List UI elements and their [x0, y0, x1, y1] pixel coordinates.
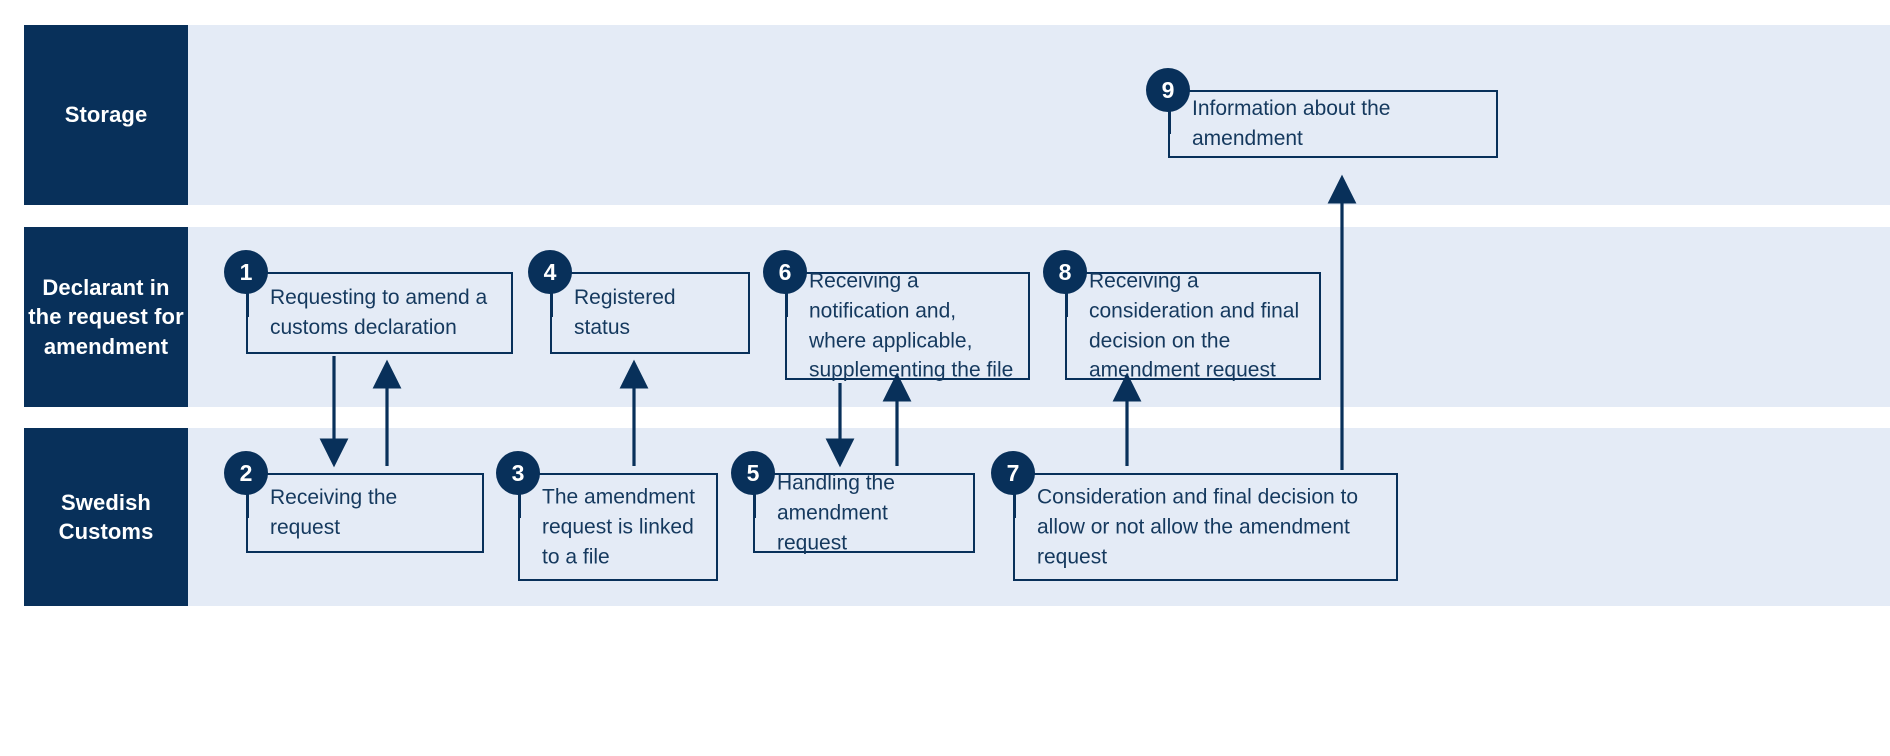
badge-stem-3: [518, 472, 521, 518]
badge-stem-2: [246, 472, 249, 518]
step-text-1: Requesting to amend a customs declaratio…: [270, 286, 488, 339]
step-text-2: Receiving the request: [270, 486, 398, 539]
lane-header-customs: Swedish Customs: [24, 428, 188, 606]
badge-stem-6: [785, 271, 788, 317]
step-box-8[interactable]: Receiving a consideration and final deci…: [1065, 269, 1321, 382]
step-box-2[interactable]: Receiving the request: [246, 473, 484, 553]
lane-header-declarant: Declarant in the request for amendment: [24, 227, 188, 407]
lane-header-customs-label: Swedish Customs: [58, 489, 154, 544]
step-box-4[interactable]: Registered status: [550, 272, 750, 354]
step-text-7: Consideration and final decision to allo…: [1037, 485, 1359, 568]
lane-header-storage-label: Storage: [64, 102, 148, 128]
lane-header-storage: Storage: [24, 25, 188, 205]
badge-stem-8: [1065, 271, 1068, 317]
step-text-4: Registered status: [574, 286, 676, 339]
lane-header-declarant-label: Declarant in the request for amendment: [28, 275, 184, 359]
step-badge-7: 7: [991, 451, 1035, 495]
step-badge-1: 1: [224, 250, 268, 294]
step-box-9[interactable]: Information about the amendment: [1168, 90, 1498, 158]
step-badge-4: 4: [528, 250, 572, 294]
lane-body-storage: [188, 25, 1890, 205]
badge-stem-5: [753, 472, 756, 518]
badge-stem-7: [1013, 472, 1016, 518]
step-badge-2: 2: [224, 451, 268, 495]
step-box-1[interactable]: Requesting to amend a customs declaratio…: [246, 272, 513, 354]
step-box-3[interactable]: The amendment request is linked to a fil…: [518, 473, 718, 581]
badge-stem-4: [550, 271, 553, 317]
step-text-6: Receiving a notification and, where appl…: [809, 269, 1014, 382]
step-badge-5: 5: [731, 451, 775, 495]
step-box-6[interactable]: Receiving a notification and, where appl…: [785, 269, 1030, 382]
step-text-5: Handling the amendment request: [777, 471, 895, 554]
step-badge-8: 8: [1043, 250, 1087, 294]
step-box-5[interactable]: Handling the amendment request: [753, 471, 975, 554]
step-text-9: Information about the amendment: [1192, 97, 1391, 150]
step-text-3: The amendment request is linked to a fil…: [542, 485, 695, 568]
step-badge-3: 3: [496, 451, 540, 495]
step-text-8: Receiving a consideration and final deci…: [1089, 269, 1300, 382]
step-box-7[interactable]: Consideration and final decision to allo…: [1013, 473, 1398, 581]
step-badge-9: 9: [1146, 68, 1190, 112]
step-badge-6: 6: [763, 250, 807, 294]
badge-stem-1: [246, 271, 249, 317]
